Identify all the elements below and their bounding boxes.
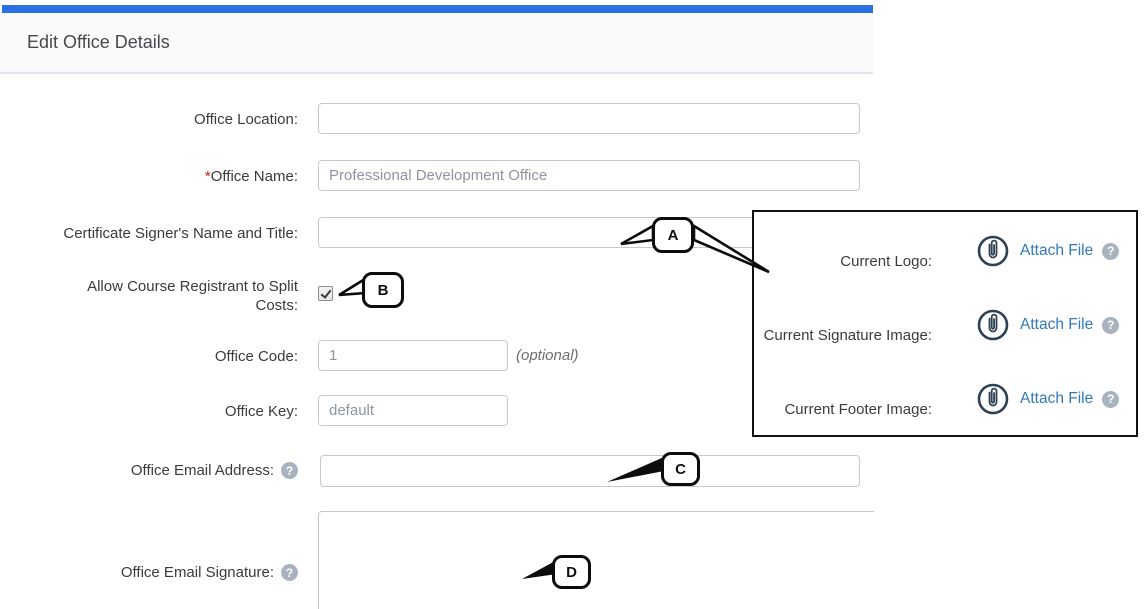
required-asterisk: * <box>204 168 211 185</box>
office-signature-label: Office Email Signature: ? <box>0 563 298 582</box>
office-location-label: Office Location: <box>194 111 298 128</box>
current-logo-label: Current Logo: <box>840 252 932 270</box>
attachments-panel: Current Logo: Attach File ? Current Sign… <box>752 210 1138 437</box>
callout-a-left-arrow <box>620 223 655 246</box>
signature-image-help-icon[interactable]: ? <box>1102 316 1120 334</box>
paperclip-icon[interactable] <box>976 382 1010 416</box>
split-costs-label: Allow Course Registrant to Split Costs: <box>87 278 298 314</box>
callout-c-arrow <box>607 457 664 482</box>
top-accent-bar <box>2 5 873 13</box>
office-code-optional-hint: (optional) <box>516 347 579 364</box>
office-code-input[interactable] <box>318 340 508 371</box>
logo-help-icon[interactable]: ? <box>1102 242 1120 260</box>
current-signature-image-label: Current Signature Image: <box>763 326 932 344</box>
footer-image-help-icon[interactable]: ? <box>1102 390 1120 408</box>
office-signature-textarea[interactable] <box>318 511 874 609</box>
attach-footer-link[interactable]: Attach File <box>1020 390 1094 407</box>
office-key-input[interactable] <box>318 395 508 426</box>
office-email-help-icon[interactable]: ? <box>281 462 298 479</box>
callout-d-arrow <box>522 560 557 579</box>
page-header: Edit Office Details <box>0 13 873 74</box>
office-name-label: *Office Name: <box>204 168 298 185</box>
office-key-label: Office Key: <box>224 403 298 420</box>
office-email-input[interactable] <box>320 455 860 487</box>
office-email-label: Office Email Address: ? <box>0 461 298 480</box>
attach-signature-link[interactable]: Attach File <box>1020 316 1094 333</box>
split-costs-checkbox[interactable] <box>318 286 333 301</box>
attach-logo-link[interactable]: Attach File <box>1020 242 1094 259</box>
current-footer-image-row: Current Footer Image: Attach File ? <box>754 362 1136 436</box>
callout-a-right-arrow <box>692 224 770 274</box>
callout-c: C <box>661 452 700 486</box>
paperclip-icon[interactable] <box>976 234 1010 268</box>
current-logo-row: Current Logo: Attach File ? <box>754 214 1136 288</box>
office-name-input[interactable] <box>318 160 860 191</box>
callout-b: B <box>362 272 404 308</box>
current-footer-image-label: Current Footer Image: <box>784 400 932 418</box>
callout-d: D <box>552 555 591 589</box>
page-title: Edit Office Details <box>27 32 170 52</box>
paperclip-icon[interactable] <box>976 308 1010 342</box>
current-signature-image-row: Current Signature Image: Attach File ? <box>754 288 1136 362</box>
callout-a: A <box>652 217 694 253</box>
certificate-signer-label: Certificate Signer's Name and Title: <box>63 225 298 242</box>
office-code-label: Office Code: <box>214 348 298 365</box>
office-location-input[interactable] <box>318 103 860 134</box>
office-signature-wrap <box>318 511 874 609</box>
office-signature-help-icon[interactable]: ? <box>281 564 298 581</box>
